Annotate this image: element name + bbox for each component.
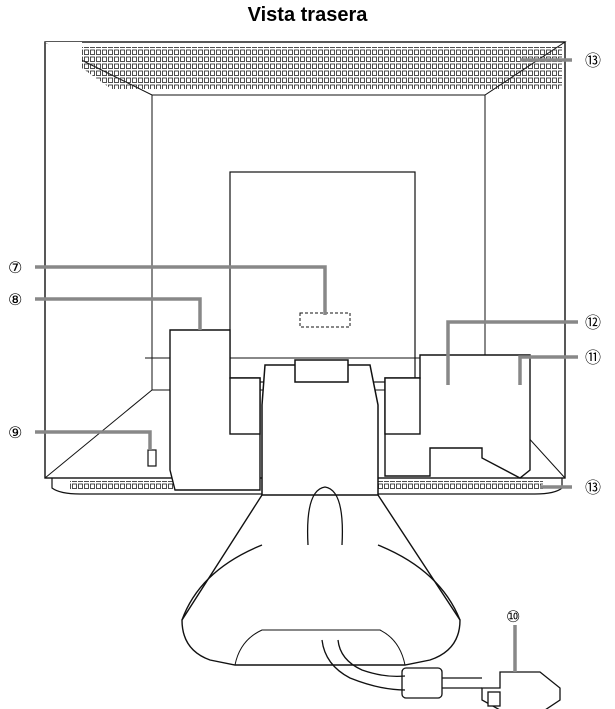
callout-9: ⑨ [8, 423, 22, 442]
callout-labels: ⑦ ⑧ ⑨ ⑩ ⑪ ⑫ ⑬ ⑬ [8, 51, 601, 626]
d-sub-connector [481, 671, 561, 709]
callout-11: ⑪ [585, 348, 601, 367]
serial-label-area [299, 312, 351, 328]
callout-10: ⑩ [506, 607, 520, 626]
left-connector-cover [169, 329, 261, 491]
bottom-vent-grille [70, 481, 543, 490]
top-vent-grille [45, 42, 562, 95]
callout-13-bottom: ⑬ [585, 478, 601, 497]
callout-leaders [35, 58, 578, 672]
signal-cable [306, 486, 482, 699]
diagram-title: Vista trasera [247, 4, 368, 26]
callout-8: ⑧ [8, 290, 22, 309]
stand-base [181, 494, 461, 666]
callout-13-top: ⑬ [585, 51, 601, 70]
callout-12: ⑫ [585, 313, 601, 332]
callout-7: ⑦ [8, 258, 22, 277]
right-connector-cover [384, 354, 531, 479]
security-lock-slot [147, 449, 157, 467]
